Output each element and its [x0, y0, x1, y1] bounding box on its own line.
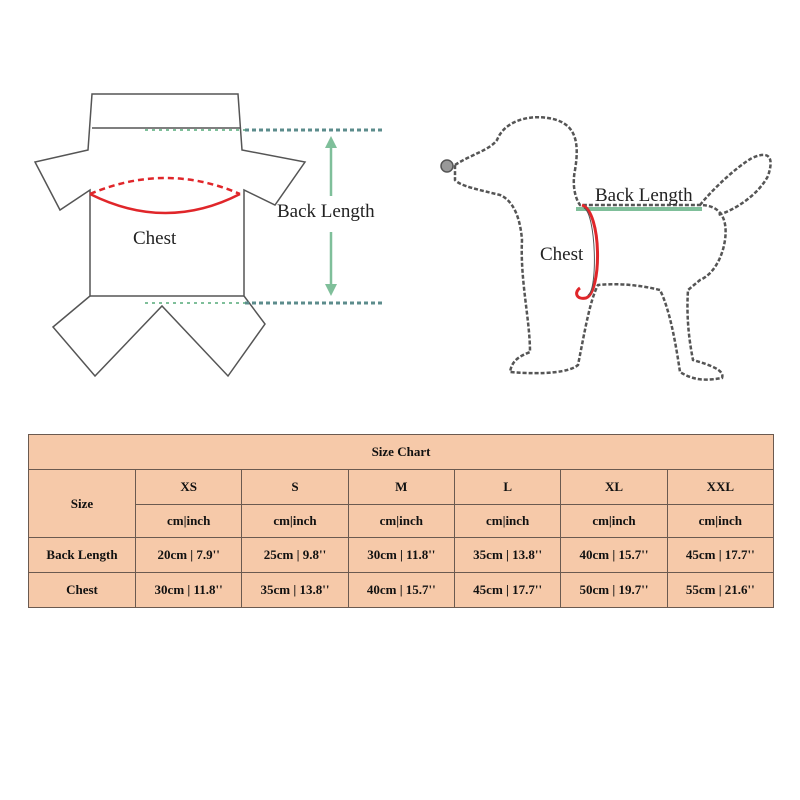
shirt-chest-loop — [89, 176, 241, 215]
unit-cell: cm|inch — [134, 504, 243, 538]
size-chart-table: Size Chart Size XS S M L XL XXL cm|inch … — [28, 434, 775, 608]
table-cell: 35cm | 13.8'' — [241, 572, 349, 608]
shirt-back-length-label: Back Length — [277, 201, 375, 222]
table-cell: 45cm | 17.7'' — [666, 537, 775, 573]
size-chart: Size Chart Size XS S M L XL XXL cm|inch … — [28, 434, 775, 608]
size-m: M — [347, 469, 455, 505]
back-length-label: Back Length — [28, 537, 136, 573]
table-cell: 40cm | 15.7'' — [347, 572, 455, 608]
size-chart-title-row: Size Chart — [28, 434, 774, 470]
dog-chest-loop — [575, 203, 600, 300]
measurement-diagram: Chest Back Length Back Length Chest — [33, 93, 772, 381]
table-cell: 50cm | 19.7'' — [560, 572, 668, 608]
table-cell: 55cm | 21.6'' — [666, 572, 775, 608]
chest-row: Chest 30cm | 11.8'' 35cm | 13.8'' 40cm |… — [28, 572, 775, 608]
size-l: L — [453, 469, 562, 505]
unit-cell: cm|inch — [453, 504, 562, 538]
unit-cell: cm|inch — [347, 504, 455, 538]
size-s: S — [241, 469, 349, 505]
measurement-illustration — [33, 93, 772, 381]
size-xxl: XXL — [666, 469, 775, 505]
table-cell: 20cm | 7.9'' — [134, 537, 243, 573]
size-header-row: Size XS S M L XL XXL — [28, 469, 775, 538]
dog-chest-label: Chest — [540, 244, 584, 265]
unit-row: cm|inch cm|inch cm|inch cm|inch cm|inch … — [29, 504, 775, 538]
table-cell: 40cm | 15.7'' — [560, 537, 668, 573]
unit-cell: cm|inch — [241, 504, 349, 538]
unit-cell: cm|inch — [560, 504, 668, 538]
table-cell: 30cm | 11.8'' — [134, 572, 243, 608]
back-length-row: Back Length 20cm | 7.9'' 25cm | 9.8'' 30… — [28, 537, 775, 573]
unit-cell: cm|inch — [666, 504, 775, 538]
dog-outline — [440, 116, 772, 381]
shirt-chest-label: Chest — [133, 228, 177, 249]
size-xl: XL — [560, 469, 668, 505]
shirt-back-length-guides — [145, 128, 382, 305]
table-cell: 45cm | 17.7'' — [453, 572, 562, 608]
size-row-header: Size — [28, 469, 136, 538]
shirt-outline — [33, 93, 307, 378]
table-cell: 25cm | 9.8'' — [241, 537, 349, 573]
table-cell: 30cm | 11.8'' — [347, 537, 455, 573]
size-chart-title: Size Chart — [28, 434, 774, 470]
table-cell: 35cm | 13.8'' — [453, 537, 562, 573]
dog-back-length-label: Back Length — [595, 185, 693, 206]
chest-label: Chest — [28, 572, 136, 608]
size-xs: XS — [134, 469, 243, 505]
